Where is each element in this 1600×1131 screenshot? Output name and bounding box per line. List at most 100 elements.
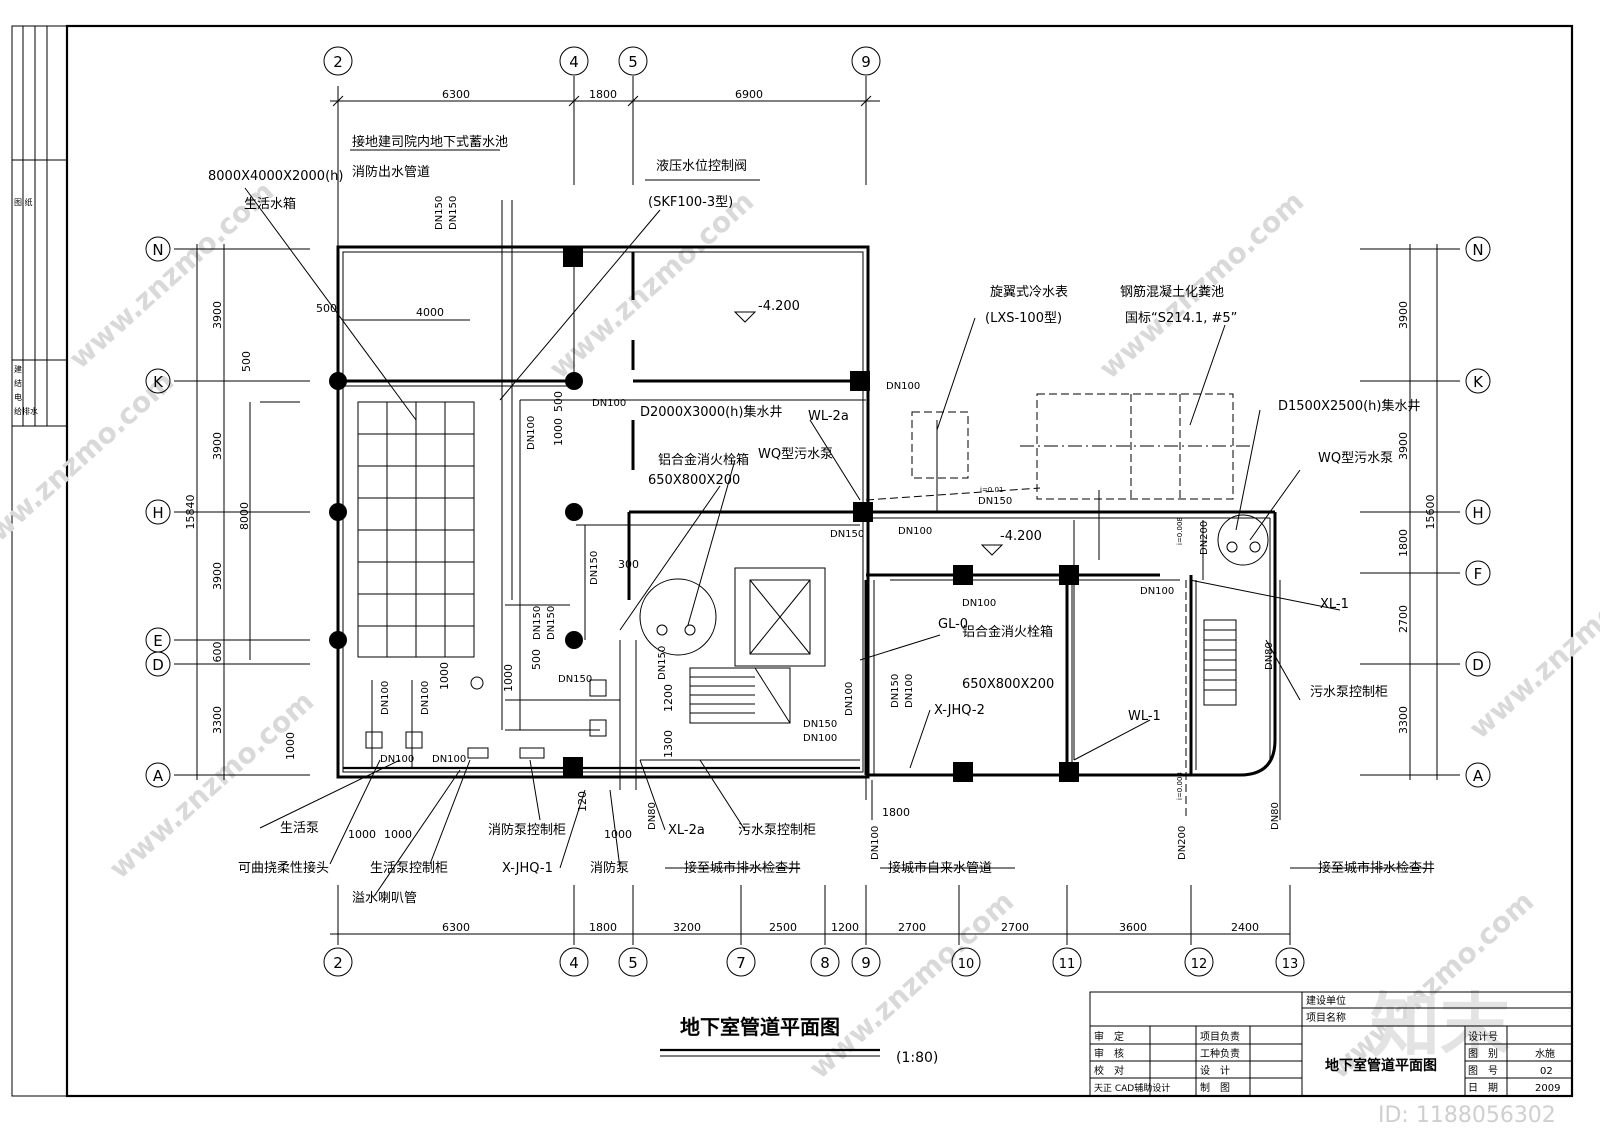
bottom-dim-5: 1200: [831, 921, 859, 934]
left-dim-1: 3900: [211, 301, 224, 329]
left-axis-k: K: [153, 373, 164, 391]
tb-project-name: 项目名称: [1306, 1011, 1346, 1024]
label-to-sewer: 接至城市排水检查井: [684, 860, 801, 876]
label-meter-model: (LXS-100型): [985, 311, 1062, 326]
bottom-axis-13: 13: [1282, 957, 1299, 972]
label-gl0: GL-0: [938, 617, 968, 632]
label-septic: 钢筋混凝土化粪池: [1120, 284, 1224, 300]
misc-dim-4: 8000: [238, 502, 251, 530]
tb-row3-a: 校 对: [1094, 1064, 1124, 1077]
tb-date-val: 2009: [1535, 1083, 1560, 1094]
pipe-label-2: DN150: [448, 196, 459, 230]
right-dim-2: 3900: [1397, 432, 1410, 460]
pipe-label-21: DN200: [1177, 826, 1188, 860]
drawing-title-block: 地下室管道平面图 (1:80): [660, 1015, 938, 1066]
bottom-axis-4: 4: [569, 954, 579, 972]
label-sump-right: D1500X2500(h)集水井: [1278, 398, 1420, 414]
misc-dim-6: 500: [552, 391, 565, 412]
strip-cell-2: 结: [14, 378, 22, 388]
tb-row1-b: 项目负责: [1200, 1030, 1240, 1043]
pipe-label-24: DN150: [657, 646, 668, 680]
label-hydrant-size-2: 650X800X200: [962, 677, 1054, 692]
pipe-label-19: DN100: [1140, 586, 1174, 597]
label-to-water: 接城市自来水管道: [888, 860, 992, 876]
label-sewage-ctrl-right: 污水泵控制柜: [1310, 685, 1388, 700]
leader-lines: [244, 149, 1425, 896]
pipe-label-3: DN100: [526, 416, 537, 450]
tb-row2-a: 审 核: [1094, 1047, 1124, 1060]
pipe-network: [343, 200, 1281, 820]
top-axis-5: 5: [628, 53, 638, 71]
misc-dim-5: 1000: [284, 732, 297, 760]
pipe-label-22: DN80: [1270, 802, 1281, 830]
misc-dim-2: 4000: [416, 306, 444, 319]
annotations: 8000X4000X2000(h) 生活水箱 接地建司院内地下式蓄水池 消防出水…: [208, 134, 1435, 906]
right-axis-a: A: [1473, 767, 1484, 785]
left-axis-d: D: [152, 656, 164, 674]
side-strip: 建 结 电 给排水 图 纸: [11, 26, 67, 427]
bottom-axis-10: 10: [958, 957, 975, 972]
right-axis-d: D: [1472, 656, 1484, 674]
pipe-label-14: DN100: [380, 754, 414, 765]
label-flex-joint: 可曲挠柔性接头: [238, 860, 329, 876]
pipe-label-6: DN150: [978, 496, 1012, 507]
strip-cell-4: 给排水: [14, 406, 38, 416]
pipe-label-17: DN100: [962, 598, 996, 609]
strip-top-label: 图 纸: [14, 197, 33, 207]
label-sewage-ctrl: 污水泵控制柜: [738, 823, 816, 838]
right-axis-f: F: [1474, 565, 1483, 583]
label-meter: 旋翼式冷水表: [990, 285, 1068, 300]
bottom-dim-7: 2700: [1001, 921, 1029, 934]
bottom-dim-3: 3200: [673, 921, 701, 934]
pipe-size-labels: DN150 DN150 DN100 DN100 DN100 DN150 DN15…: [380, 196, 1281, 860]
bottom-grid: 2 4 5 7 8 9 10 11 12 13 6300 1800 3200 2…: [323, 885, 1305, 977]
right-dim-3: 1800: [1397, 529, 1410, 557]
top-dim-3: 6900: [735, 88, 763, 101]
pipe-label-26: DN150: [890, 674, 901, 708]
bottom-axis-8: 8: [820, 954, 830, 972]
pipe-label-4: DN100: [592, 398, 626, 409]
elevator-stairs: [689, 567, 1237, 724]
misc-dim-17: 1800: [882, 806, 910, 819]
label-xl1: XL-1: [1320, 597, 1349, 612]
label-fire-pump-ctrl: 消防泵控制柜: [488, 822, 566, 838]
left-dim-5: 3300: [211, 706, 224, 734]
pipe-label-27: DN100: [904, 674, 915, 708]
tb-row3-b: 设 计: [1200, 1064, 1230, 1077]
right-axis-k: K: [1473, 373, 1484, 391]
slope-label-2: i=0.008: [1176, 517, 1184, 545]
tb-sheet-no: 图 号: [1468, 1065, 1498, 1077]
left-axis-e: E: [153, 632, 162, 650]
tb-build-unit: 建设单位: [1306, 994, 1346, 1007]
right-dim-1: 3900: [1397, 301, 1410, 329]
label-fire-pump: 消防泵: [590, 860, 629, 876]
tb-row4-b: 制 图: [1200, 1081, 1230, 1094]
pipe-label-25: DN100: [870, 826, 881, 860]
tb-row2-b: 工种负责: [1200, 1047, 1240, 1060]
watermark-text-3: www.znzmo.com: [543, 185, 761, 386]
bottom-dim-6: 2700: [898, 921, 926, 934]
inner-frame: [65, 24, 1574, 1098]
bottom-axis-2: 2: [333, 954, 343, 972]
tb-category: 图 别: [1468, 1048, 1498, 1060]
left-dim-2: 3900: [211, 432, 224, 460]
left-dim-3: 3900: [211, 562, 224, 590]
misc-dim-18: 120: [576, 791, 589, 812]
strip-cell-1: 建: [14, 364, 22, 374]
tb-design-no: 设计号: [1468, 1030, 1498, 1043]
pipe-label-11: DN150: [546, 606, 557, 640]
watermark-layer: www.znzmo.com www.znzmo.com www.znzmo.co…: [0, 175, 1600, 1086]
pipe-label-18: DN80: [1264, 642, 1275, 670]
label-wl1: WL-1: [1128, 709, 1161, 724]
tb-category-val: 水施: [1535, 1047, 1555, 1060]
pipe-label-8: DN100: [898, 526, 932, 537]
bottom-axis-12: 12: [1191, 957, 1208, 972]
misc-dim-1: 500: [316, 302, 337, 315]
top-axis-2: 2: [333, 53, 343, 71]
septic-tank: [1020, 393, 1250, 500]
misc-dim-9: 1000: [348, 828, 376, 841]
pipe-label-16: DN100: [432, 754, 466, 765]
pipe-label-20: DN200: [1199, 521, 1210, 555]
label-tank-size: 8000X4000X2000(h): [208, 169, 343, 184]
label-valve: 液压水位控制阀: [656, 159, 747, 174]
